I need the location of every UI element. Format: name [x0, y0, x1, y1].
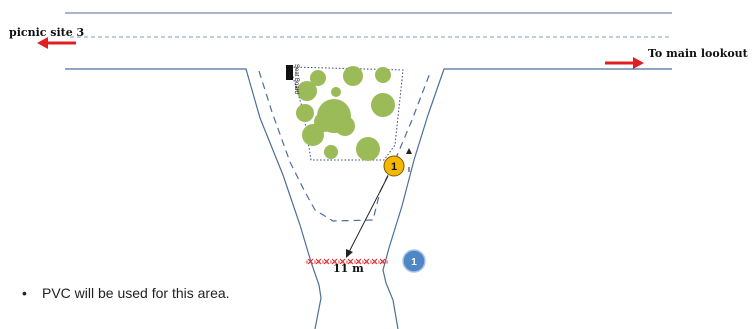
red-arrow-icon	[605, 57, 644, 69]
seat-board-icon	[286, 65, 293, 80]
tree	[324, 145, 338, 159]
leader-arrowhead-small	[406, 148, 412, 154]
tree	[356, 137, 380, 161]
distance-label: 11 m	[333, 262, 364, 275]
bullet-glyph: •	[22, 285, 27, 301]
tree-plot-boundary	[289, 66, 404, 161]
tree	[375, 67, 391, 83]
leader-line	[348, 175, 389, 253]
tree-cluster	[296, 66, 395, 161]
tree	[343, 66, 363, 86]
main-lookout-label: To main lookout	[648, 47, 749, 60]
marker-blue: 1	[402, 249, 426, 273]
leader-arrowhead	[346, 249, 353, 258]
marker-blue-number: 1	[411, 257, 417, 268]
bullet-note-text: PVC will be used for this area.	[42, 285, 230, 301]
tree	[335, 116, 355, 136]
side-path-right-edge	[382, 68, 672, 329]
tree	[302, 124, 324, 146]
marker-orange: 1	[383, 155, 405, 177]
tree	[371, 93, 395, 117]
tree	[331, 87, 341, 97]
marker-orange-number: 1	[391, 161, 397, 173]
tree	[296, 104, 314, 122]
fence-marks	[307, 258, 386, 265]
tree	[310, 70, 326, 86]
tree	[297, 81, 317, 101]
picnic-site-label: picnic site 3	[9, 26, 84, 39]
inner-dashed-path	[258, 70, 431, 222]
red-arrow-icon	[37, 37, 76, 49]
seat-board-label: Seat Board	[293, 64, 299, 94]
side-path-left-edge	[65, 68, 322, 329]
